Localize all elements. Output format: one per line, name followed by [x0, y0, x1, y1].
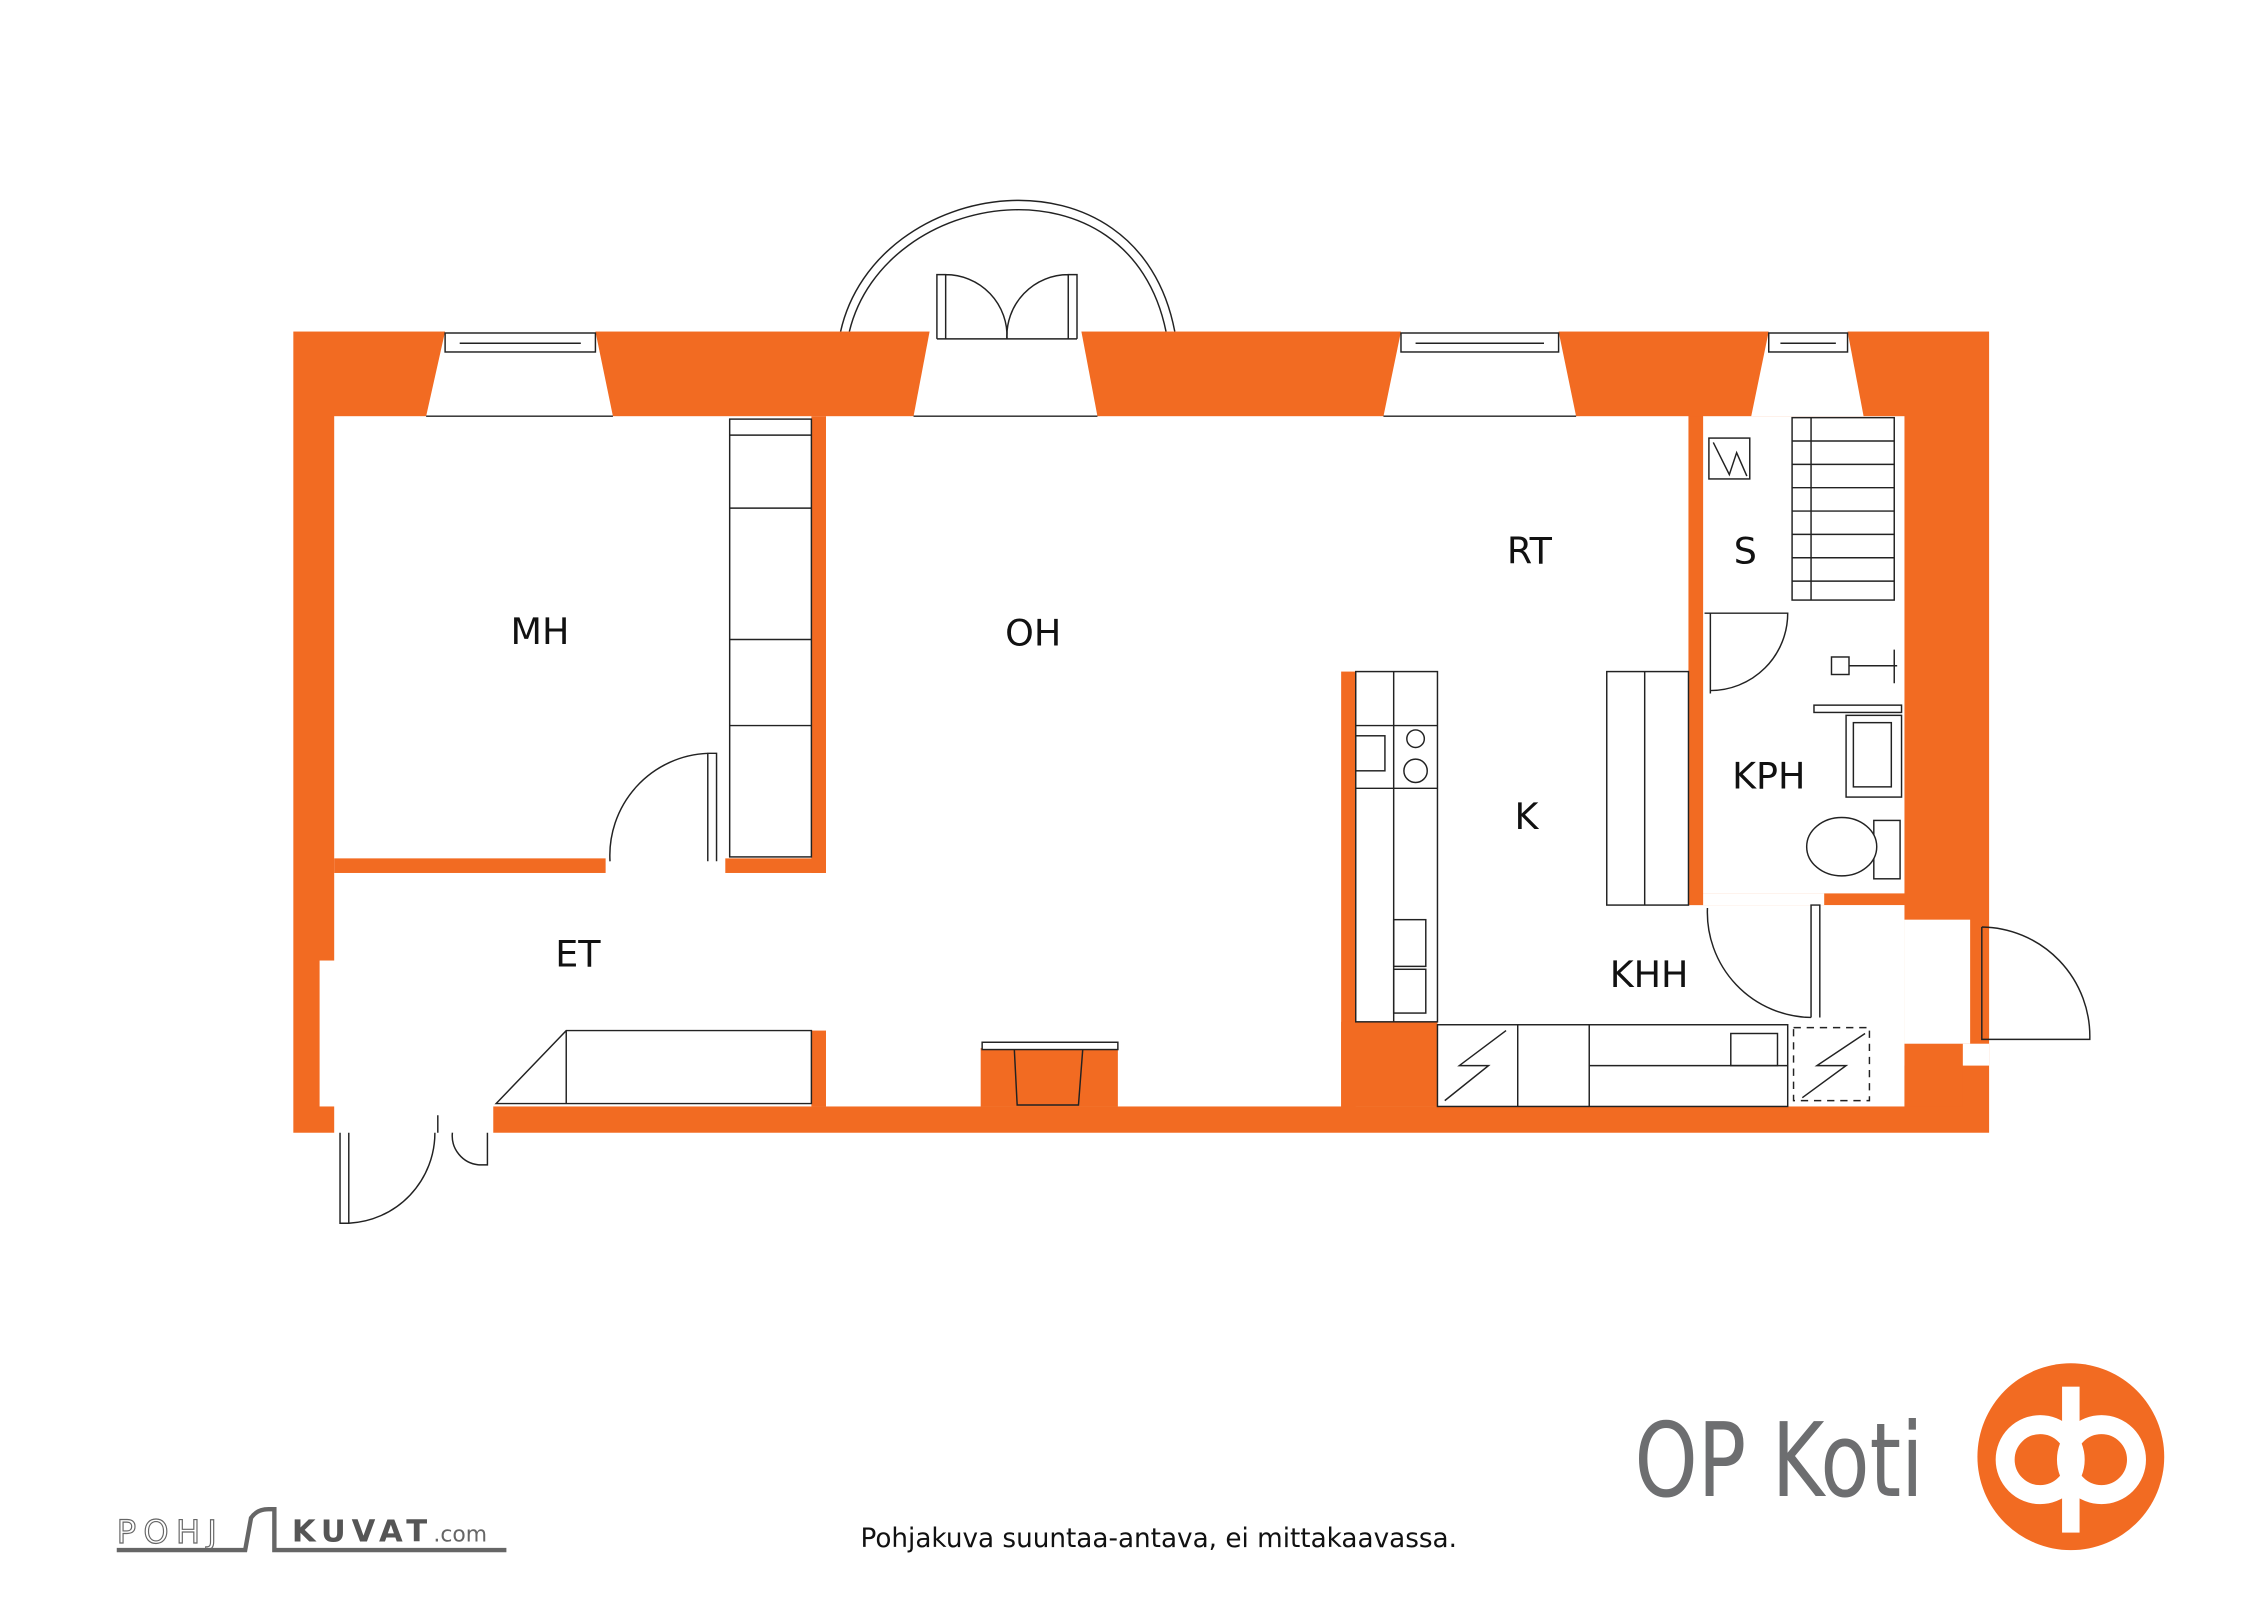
brand-text: OP Koti: [1634, 1402, 1923, 1521]
room-label-kph: KPH: [1732, 754, 1805, 797]
room-label-s: S: [1734, 530, 1757, 573]
room-label-khh: KHH: [1610, 953, 1689, 996]
room-labels: MH OH RT S KPH K KHH ET: [511, 530, 1806, 996]
disclaimer: Pohjakuva suuntaa-antava, ei mittakaavas…: [860, 1524, 1457, 1554]
svg-text:KUVAT: KUVAT: [292, 1514, 433, 1549]
doors: [339, 273, 2091, 1224]
balcony-outline: [839, 199, 1176, 332]
room-label-mh: MH: [511, 610, 570, 653]
room-label-rt: RT: [1507, 530, 1553, 573]
op-logo-icon: [1977, 1363, 2165, 1551]
windows: [426, 332, 1849, 417]
pohjakuvat-logo: POHJ KUVAT .com: [116, 1507, 507, 1553]
room-label-k: K: [1515, 795, 1540, 838]
furniture: [494, 416, 1903, 1108]
interior: [319, 331, 1990, 1136]
svg-text:POHJ: POHJ: [117, 1513, 224, 1551]
room-label-oh: OH: [1005, 611, 1061, 654]
room-label-et: ET: [555, 932, 601, 975]
svg-text:.com: .com: [433, 1522, 487, 1547]
